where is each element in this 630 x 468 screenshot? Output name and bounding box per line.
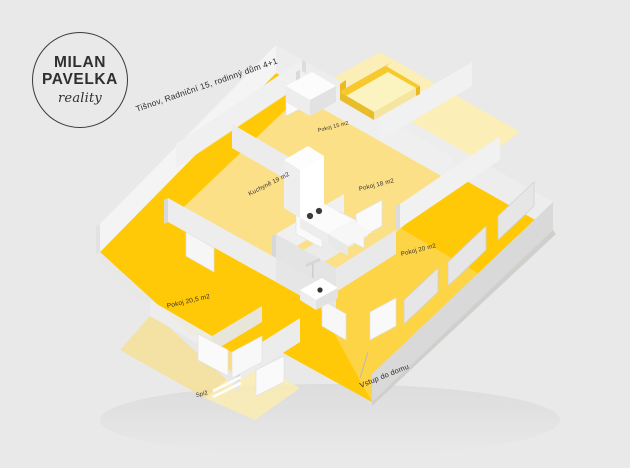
pantry-shelves xyxy=(212,376,242,398)
bed-furniture xyxy=(340,62,420,120)
bathroom-fixtures xyxy=(300,258,338,310)
entrance-leader-line xyxy=(359,351,369,379)
brand-logo: MILAN PAVELKA reality xyxy=(32,32,128,128)
brand-tagline: reality xyxy=(58,91,102,107)
brand-name-line1: MILAN xyxy=(53,53,107,71)
window-openings xyxy=(403,181,535,325)
kitchen-fixtures xyxy=(284,72,372,256)
brand-name-line2: PAVELKA xyxy=(42,71,118,88)
interior-walls xyxy=(150,60,500,382)
drop-shadow xyxy=(100,384,560,456)
